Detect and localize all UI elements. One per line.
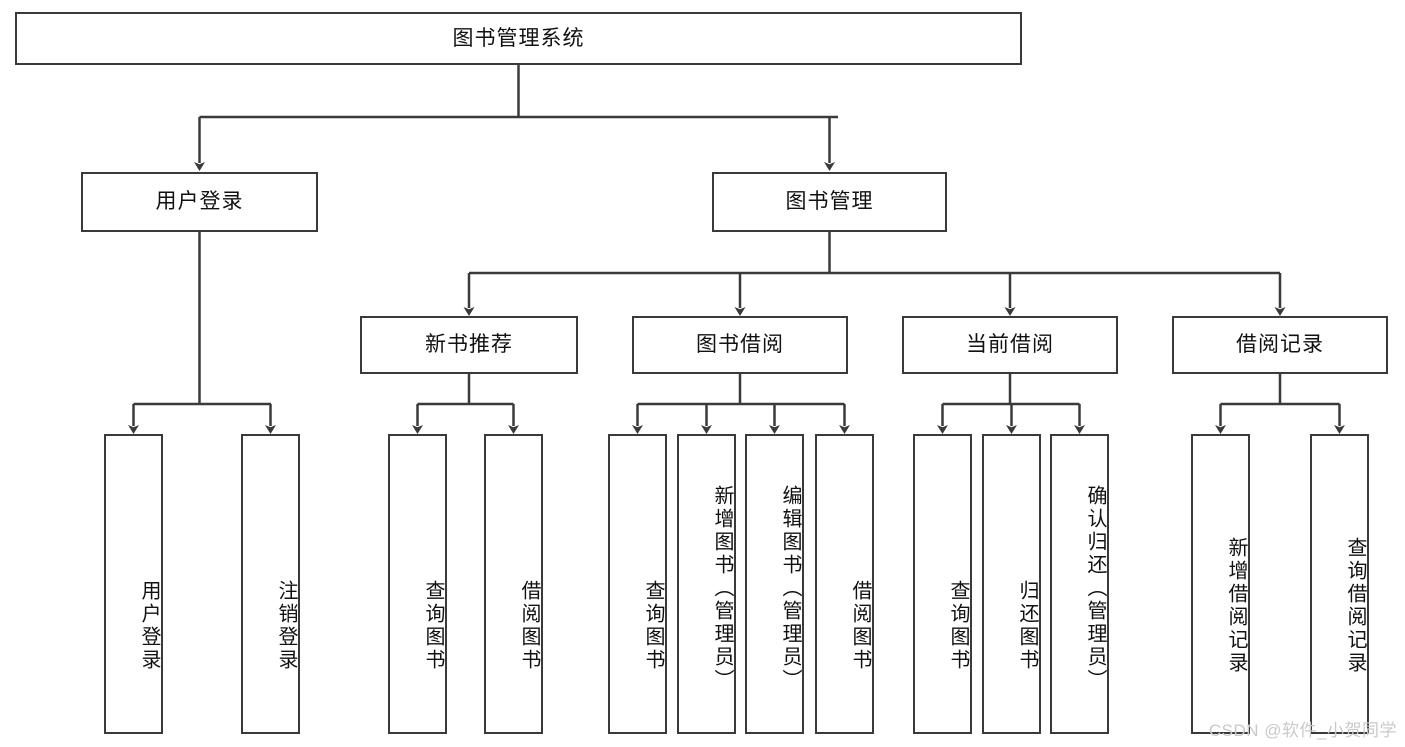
node-leaf-edit-book[interactable]: 编辑图书（管理员） xyxy=(745,434,804,734)
node-leaf-borrow-book-recommend[interactable]: 借阅图书 xyxy=(484,434,543,734)
node-leaf-add-book-label: 新增图书（管理员） xyxy=(711,484,733,692)
node-new-book-recommend[interactable]: 新书推荐 xyxy=(360,316,578,374)
node-new-book-recommend-label: 新书推荐 xyxy=(425,333,513,357)
node-leaf-return-book[interactable]: 归还图书 xyxy=(982,434,1041,734)
node-leaf-user-login[interactable]: 用户登录 xyxy=(104,434,163,734)
node-current-borrow-label: 当前借阅 xyxy=(966,333,1054,357)
node-leaf-add-borrow-record-label: 新增借阅记录 xyxy=(1225,537,1247,675)
node-root-label: 图书管理系统 xyxy=(452,26,585,50)
node-leaf-borrow-book-label: 借阅图书 xyxy=(849,580,871,672)
node-leaf-edit-book-label: 编辑图书（管理员） xyxy=(779,484,801,692)
node-leaf-query-book-current-label: 查询图书 xyxy=(947,580,969,672)
node-leaf-logout-label: 注销登录 xyxy=(275,580,297,672)
node-user-login-label: 用户登录 xyxy=(155,190,244,214)
node-root[interactable]: 图书管理系统 xyxy=(15,12,1022,65)
node-leaf-query-borrow-record[interactable]: 查询借阅记录 xyxy=(1310,434,1369,734)
node-leaf-query-book-current[interactable]: 查询图书 xyxy=(913,434,972,734)
node-user-login[interactable]: 用户登录 xyxy=(81,172,318,232)
node-book-borrow[interactable]: 图书借阅 xyxy=(632,316,848,374)
node-leaf-query-book-recommend[interactable]: 查询图书 xyxy=(388,434,447,734)
node-book-management-label: 图书管理 xyxy=(785,190,874,214)
node-leaf-add-borrow-record[interactable]: 新增借阅记录 xyxy=(1191,434,1250,734)
node-leaf-query-book-recommend-label: 查询图书 xyxy=(422,580,444,672)
node-current-borrow[interactable]: 当前借阅 xyxy=(902,316,1118,374)
node-borrow-record[interactable]: 借阅记录 xyxy=(1172,316,1388,374)
node-leaf-borrow-book-recommend-label: 借阅图书 xyxy=(518,580,540,672)
node-leaf-query-book-borrow-label: 查询图书 xyxy=(642,580,664,672)
node-book-management[interactable]: 图书管理 xyxy=(712,172,947,232)
node-leaf-return-book-label: 归还图书 xyxy=(1016,580,1038,672)
node-leaf-confirm-return-label: 确认归还（管理员） xyxy=(1084,484,1106,692)
csdn-watermark: CSDN @软件_小贺同学 xyxy=(1208,721,1397,740)
node-leaf-confirm-return[interactable]: 确认归还（管理员） xyxy=(1050,434,1109,734)
node-borrow-record-label: 借阅记录 xyxy=(1236,333,1324,357)
node-leaf-query-book-borrow[interactable]: 查询图书 xyxy=(608,434,667,734)
node-leaf-query-borrow-record-label: 查询借阅记录 xyxy=(1344,537,1366,675)
node-leaf-add-book[interactable]: 新增图书（管理员） xyxy=(677,434,736,734)
node-leaf-user-login-label: 用户登录 xyxy=(138,580,160,672)
node-leaf-logout[interactable]: 注销登录 xyxy=(241,434,300,734)
node-leaf-borrow-book[interactable]: 借阅图书 xyxy=(815,434,874,734)
node-book-borrow-label: 图书借阅 xyxy=(696,333,784,357)
